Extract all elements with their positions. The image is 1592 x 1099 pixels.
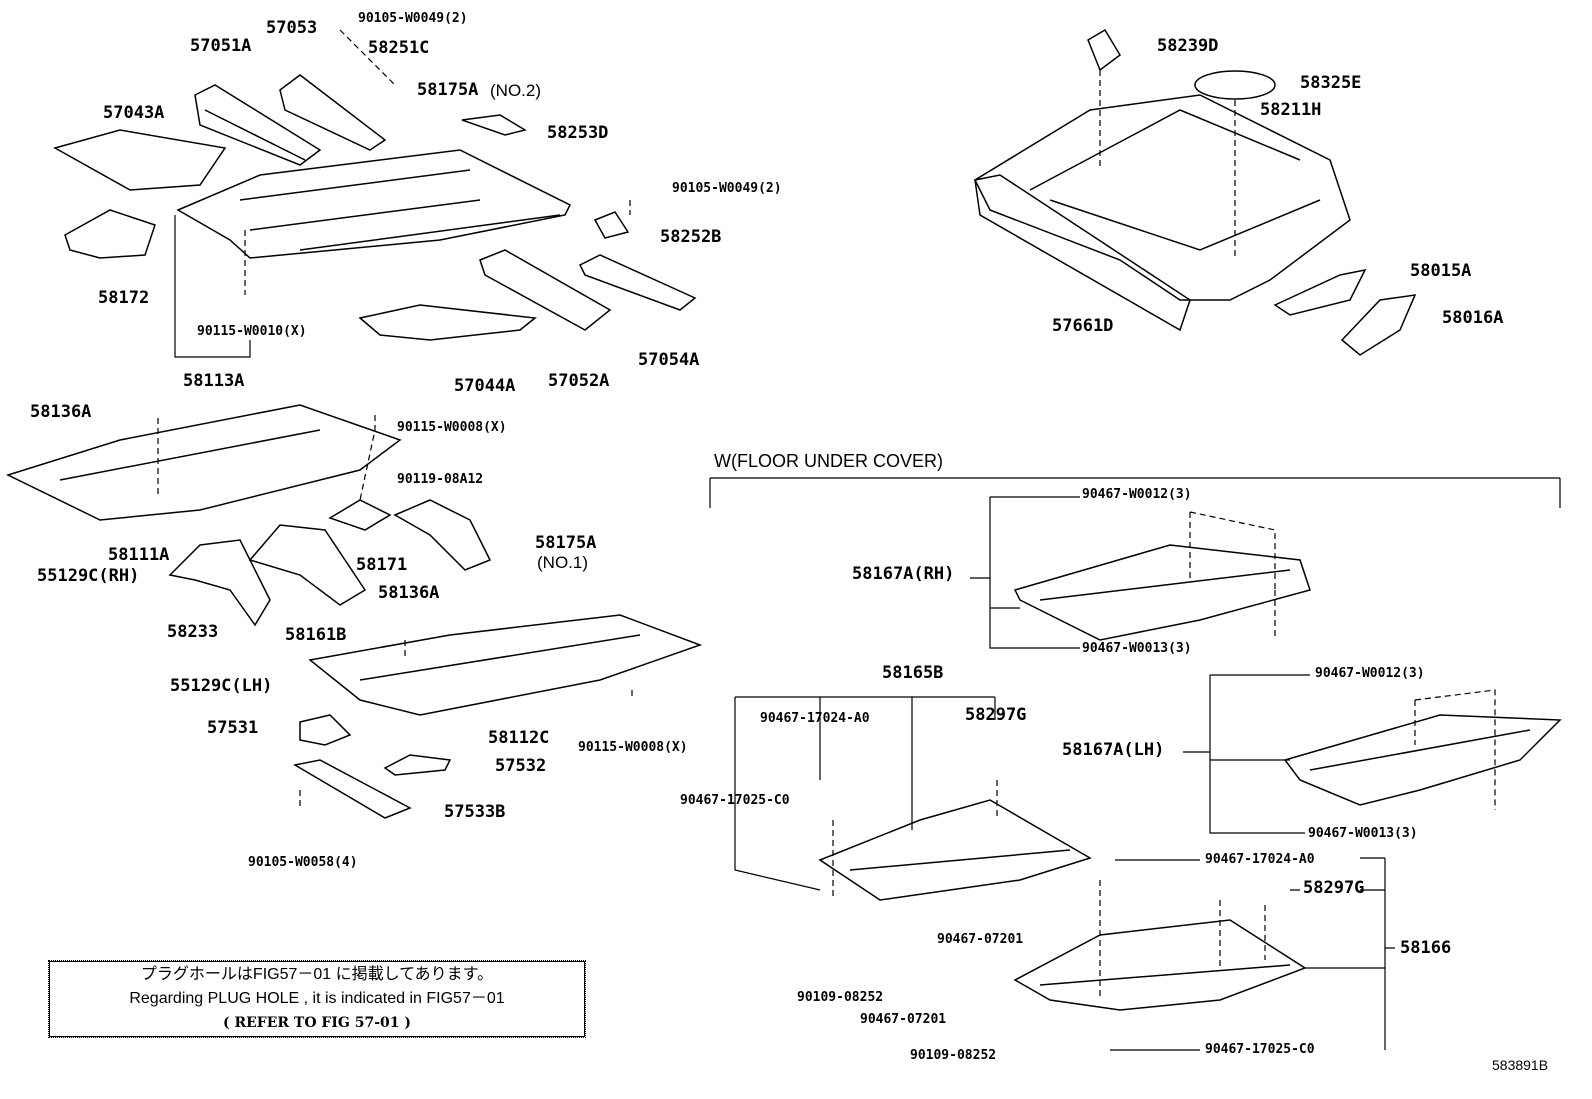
part-57053 — [279, 74, 387, 151]
part-58167A-RH — [1013, 544, 1311, 641]
part-58166 — [1013, 919, 1307, 1011]
part-label: 57533B — [444, 802, 506, 822]
part-57043A — [53, 129, 227, 191]
part-label: 90109-08252 — [910, 1048, 997, 1063]
part-label: 57052A — [548, 371, 610, 391]
part-58172 — [64, 209, 156, 259]
part-label: 90467-07201 — [937, 932, 1024, 947]
part-label: 58136A — [378, 583, 440, 603]
part-label: 58233 — [167, 622, 219, 642]
part-label: 58167A(RH) — [852, 564, 955, 584]
part-58161B — [248, 524, 367, 606]
part-label: 90467-W0012(3) — [1082, 487, 1192, 502]
part-label: 58297G — [965, 705, 1027, 725]
part-label: 90467-W0012(3) — [1315, 666, 1425, 681]
part-label: 58172 — [98, 288, 150, 308]
part-57531 — [299, 714, 352, 746]
part-label: 90109-08252 — [797, 990, 884, 1005]
section-title: W(FLOOR UNDER COVER) — [714, 451, 943, 471]
leader-lines — [174, 215, 1561, 1051]
part-label: 58161B — [285, 625, 347, 645]
part-57051A — [194, 84, 322, 166]
note-line-en: Regarding PLUG HOLE , it is indicated in… — [129, 990, 505, 1007]
part-57044A — [358, 304, 537, 341]
part-label: 90467-17025-C0 — [1205, 1042, 1315, 1057]
part-label: 57531 — [207, 718, 259, 738]
part-58016A — [1340, 294, 1417, 356]
part-label: 58253D — [547, 123, 609, 143]
part-label: 58112C — [488, 728, 550, 748]
part-label: 58165B — [882, 663, 944, 683]
part-label: 58167A(LH) — [1062, 740, 1165, 760]
part-58233 — [168, 539, 271, 627]
part-58253D — [461, 114, 527, 136]
part-label: 55129C(RH) — [37, 566, 140, 586]
part-57052A — [479, 249, 612, 331]
part-58111A — [5, 404, 402, 521]
part-label: 58252B — [660, 227, 722, 247]
part-label-note: (NO.1) — [537, 553, 588, 572]
part-label: 57044A — [454, 376, 516, 396]
part-58175A-no1 — [393, 499, 492, 571]
part-front-floor-58113A — [176, 149, 572, 259]
part-label: 58015A — [1410, 261, 1472, 281]
part-label: 90467-W0013(3) — [1308, 826, 1418, 841]
plug-hole-note: プラグホールはFIG57－01 に掲載してあります。 Regarding PLU… — [48, 960, 586, 1038]
part-label: 58325E — [1300, 73, 1362, 93]
part-58167A-LH — [1283, 714, 1562, 806]
part-label: 57532 — [495, 756, 547, 776]
part-label: 90467-17024-A0 — [760, 711, 870, 726]
part-label: 57043A — [103, 103, 165, 123]
part-58015A — [1273, 268, 1367, 316]
part-58165B — [818, 799, 1092, 901]
part-label: 58111A — [108, 545, 170, 565]
part-label: 58166 — [1400, 938, 1452, 958]
part-label: 90105-W0049(2) — [358, 11, 468, 26]
part-57054A — [578, 254, 697, 311]
part-57533B — [292, 759, 412, 819]
note-line-ref: ( REFER TO FIG 57-01 ) — [222, 1015, 411, 1031]
part-58252B — [593, 211, 630, 239]
part-label: 90115-W0010(X) — [197, 324, 307, 339]
part-label: 58239D — [1157, 36, 1219, 56]
part-label: 90467-07201 — [860, 1012, 947, 1027]
part-58112C — [308, 614, 703, 716]
note-line-jp: プラグホールはFIG57－01 に掲載してあります。 — [140, 966, 494, 983]
part-58171 — [328, 499, 392, 531]
part-57661D — [974, 174, 1191, 332]
part-label: 90467-17025-C0 — [680, 793, 790, 808]
part-label: 90115-W0008(X) — [397, 420, 507, 435]
part-label: 58211H — [1260, 100, 1322, 120]
part-label: 57053 — [266, 18, 318, 38]
part-label: 57051A — [190, 36, 252, 56]
part-label: 90119-08A12 — [397, 472, 484, 487]
part-label: 58016A — [1442, 308, 1504, 328]
part-label-note: (NO.2) — [490, 81, 541, 100]
part-rear-floor-58211H — [974, 70, 1351, 301]
figure-code: 583891B — [1492, 1057, 1549, 1073]
part-label: 58113A — [183, 371, 245, 391]
part-58239D — [1087, 28, 1121, 72]
part-label: 90467-17024-A0 — [1205, 852, 1315, 867]
dashed-leader-lines — [157, 29, 1496, 1000]
part-label: 57661D — [1052, 316, 1114, 336]
part-label: 58171 — [356, 555, 408, 575]
part-label: 58136A — [30, 402, 92, 422]
part-label: 90105-W0049(2) — [672, 181, 782, 196]
part-label: 90115-W0008(X) — [578, 740, 688, 755]
part-label: 58251C — [368, 38, 430, 58]
part-57532 — [383, 754, 452, 776]
part-label: 58297G — [1303, 878, 1365, 898]
part-label: 55129C(LH) — [170, 676, 273, 696]
part-label: 58175A — [417, 80, 479, 100]
part-label: 57054A — [638, 350, 700, 370]
part-label: 90467-W0013(3) — [1082, 641, 1192, 656]
part-label: 90105-W0058(4) — [248, 855, 358, 870]
part-label: 58175A — [535, 533, 597, 553]
